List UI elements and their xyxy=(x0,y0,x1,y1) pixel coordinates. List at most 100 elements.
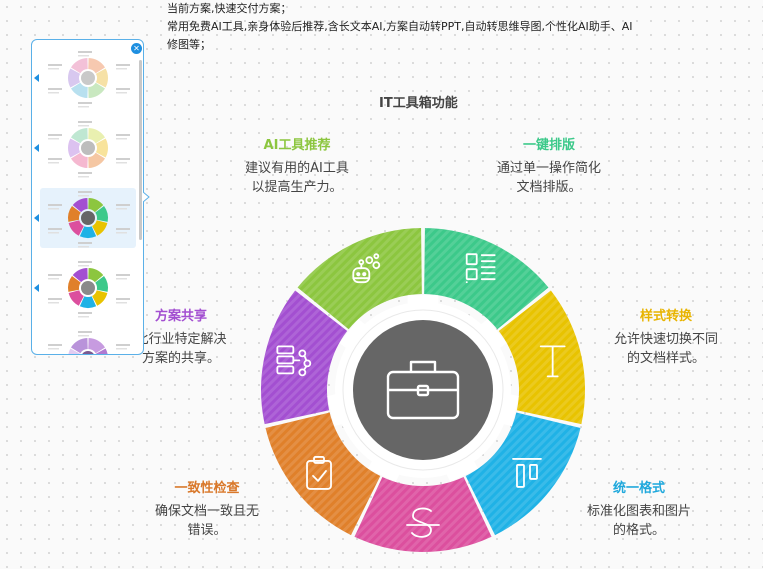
label-consistency-desc1: 确保文档一致且无 xyxy=(154,504,259,519)
segment-text-style-texture xyxy=(354,476,492,552)
segment-text-style xyxy=(354,476,492,552)
thumbnail-text-stub xyxy=(116,232,127,234)
thumbnail-text-stub xyxy=(78,176,89,178)
thumbnail-text-stub xyxy=(116,228,130,230)
thumbnail-segment xyxy=(88,128,106,144)
thumbnail-text-stub xyxy=(48,92,59,94)
thumbnail-segment xyxy=(70,128,88,144)
label-consistency: 一致性检查 确保文档一致且无 错误。 xyxy=(132,480,282,540)
thumbnail-scrollbar[interactable] xyxy=(139,60,142,240)
thumbnail-segment xyxy=(88,268,104,283)
ring-notch xyxy=(486,390,519,427)
thumbnail-text-stub xyxy=(116,162,127,164)
thumbnail-text-stub xyxy=(78,242,92,244)
thumbnail-center xyxy=(81,211,95,225)
feature-wheel xyxy=(261,228,585,552)
segment-solution-share xyxy=(261,290,348,425)
ring-notch xyxy=(339,318,380,360)
label-solution-share-desc2: 方案的共享。 xyxy=(141,351,220,366)
thumbnail-text-stub xyxy=(116,344,130,346)
thumbnail-segment xyxy=(88,82,106,98)
thumbnail-text-stub xyxy=(116,158,130,160)
thumbnail-preview xyxy=(48,191,130,248)
label-style-switch: 样式转换 允许快速切换不同 的文档样式。 xyxy=(591,308,741,368)
thumbnail-segment xyxy=(68,138,81,158)
thumbnail-segment xyxy=(92,290,108,306)
thumbnail-arrow-icon xyxy=(34,284,39,292)
thumbnail-text-stub xyxy=(48,298,62,300)
thumbnail-text-stub xyxy=(116,208,127,210)
thumbnail-text-stub xyxy=(48,228,62,230)
thumbnail-segment xyxy=(95,276,108,292)
label-unify-format: 统一格式 标准化图表和图片 的格式。 xyxy=(564,480,714,540)
label-unify-format-title: 统一格式 xyxy=(612,481,665,496)
thumbnail-item[interactable] xyxy=(34,188,136,248)
thumbnail-segment xyxy=(70,82,88,98)
thumbnail-text-stub xyxy=(78,121,92,123)
diagram-title: IT工具箱功能 xyxy=(379,96,458,111)
clipboard-check-icon xyxy=(306,456,332,490)
thumbnail-text-stub xyxy=(78,102,92,104)
thumbnail-center xyxy=(81,281,95,295)
strikethrough-s-icon xyxy=(406,507,440,538)
server-share-icon xyxy=(276,345,312,377)
thumbnail-item[interactable] xyxy=(34,48,136,108)
thumbnail-text-stub xyxy=(48,278,59,280)
thumbnail-preview xyxy=(48,121,130,178)
thumbnail-segment xyxy=(68,348,81,354)
thumbnail-item[interactable] xyxy=(34,258,136,318)
thumbnail-preview xyxy=(48,261,130,318)
thumbnail-text-stub xyxy=(78,261,92,263)
thumbnail-item[interactable] xyxy=(34,118,136,178)
thumbnail-preview xyxy=(48,331,130,354)
label-consistency-title: 一致性检查 xyxy=(174,481,240,496)
thumbnail-text-stub xyxy=(48,138,59,140)
label-style-switch-title: 样式转换 xyxy=(639,309,692,324)
thumbnail-text-stub xyxy=(116,92,127,94)
thumbnail-text-stub xyxy=(48,134,62,136)
thumbnail-item[interactable] xyxy=(40,328,136,354)
thumbnail-text-stub xyxy=(78,51,92,53)
thumbnail-segment xyxy=(95,138,108,158)
thumbnail-text-stub xyxy=(116,348,127,350)
thumbnail-segment xyxy=(92,220,108,236)
thumbnail-text-stub xyxy=(116,134,130,136)
ring-notch xyxy=(327,390,360,427)
thumbnail-segment xyxy=(68,290,84,306)
label-consistency-desc2: 错误。 xyxy=(187,523,227,538)
thumbnail-preview xyxy=(48,51,130,108)
thumbnail-text-stub xyxy=(78,195,89,197)
thumbnail-text-stub xyxy=(48,64,62,66)
thumbnail-text-stub xyxy=(78,172,92,174)
close-icon[interactable]: ✕ xyxy=(131,43,142,54)
thumbnail-text-stub xyxy=(48,88,62,90)
thumbnail-center xyxy=(81,141,95,155)
thumbnail-segment xyxy=(70,152,88,168)
robot-icon xyxy=(352,253,381,284)
thumbnail-text-stub xyxy=(48,162,59,164)
thumbnail-text-stub xyxy=(48,274,62,276)
label-solution-share-title: 方案共享 xyxy=(154,309,207,324)
label-solution-share-desc1: 此行业特定解决 xyxy=(135,332,227,347)
thumbnail-center xyxy=(82,351,94,354)
thumbnail-panel xyxy=(31,39,144,355)
layout-icon xyxy=(465,253,496,284)
text-icon xyxy=(539,345,566,378)
thumbnail-text-stub xyxy=(48,302,59,304)
segment-solution-share-texture xyxy=(261,290,348,425)
thumbnail-text-stub xyxy=(78,125,89,127)
segment-style-switch xyxy=(498,290,585,425)
inner-ring-outline xyxy=(342,309,504,471)
thumbnail-text-stub xyxy=(78,246,89,248)
label-style-switch-desc2: 的文档样式。 xyxy=(626,351,705,366)
label-style-switch-desc1: 允许快速切换不同 xyxy=(613,332,718,347)
thumbnail-arrow-icon xyxy=(34,144,39,152)
thumbnail-text-stub xyxy=(78,106,89,108)
briefcase-icon xyxy=(386,360,460,420)
intro-line-1: 当前方案,快速交付方案； xyxy=(167,2,292,15)
thumbnail-arrow-icon xyxy=(34,214,39,222)
label-ai-tools-desc1: 建议有用的AI工具 xyxy=(245,161,349,176)
label-ai-tools: AI工具推荐 建议有用的AI工具 以提高生产力。 xyxy=(222,137,372,197)
label-one-click-title: 一键排版 xyxy=(522,138,575,153)
label-unify-format-desc1: 标准化图表和图片 xyxy=(586,504,691,519)
